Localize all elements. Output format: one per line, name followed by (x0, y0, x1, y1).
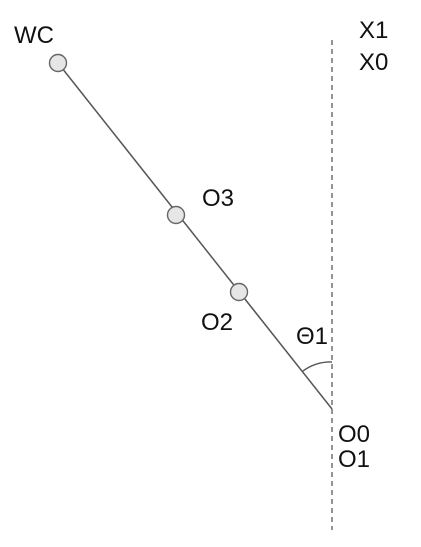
label-o1: O1 (338, 446, 370, 473)
label-x1: X1 (359, 17, 388, 44)
joint-o2 (229, 282, 249, 302)
label-wc: WC (14, 22, 54, 49)
joint-wc (48, 53, 68, 73)
label-o2: O2 (201, 309, 233, 336)
label-o3: O3 (202, 185, 234, 212)
label-theta1: Θ1 (296, 323, 328, 350)
label-x0: X0 (359, 49, 388, 76)
joint-o3 (166, 205, 186, 225)
theta1-arc (302, 361, 333, 372)
arm-link (57, 62, 333, 410)
label-o0: O0 (338, 421, 370, 448)
